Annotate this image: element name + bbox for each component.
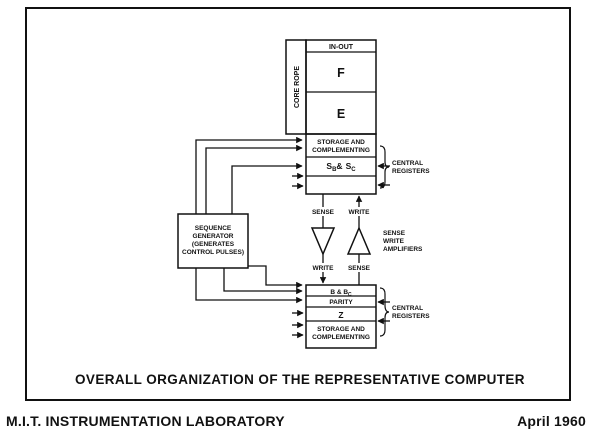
z-register-label: Z (338, 310, 343, 320)
sense-top-label: SENSE (312, 209, 335, 216)
lower-central-label-1: CENTRAL (392, 305, 423, 312)
upper-register-box (305, 133, 377, 195)
seqgen-line2: GENERATOR (193, 233, 234, 240)
write-amplifier-triangle (346, 226, 372, 255)
core-rope-block: CORE ROPE IN-OUT F E (285, 39, 377, 135)
upper-storage-line2: COMPLEMENTING (312, 147, 370, 154)
f-bank-label: F (337, 66, 345, 80)
upper-central-label-2: REGISTERS (392, 168, 430, 175)
upper-storage-line1: STORAGE AND (317, 139, 365, 146)
sense-amplifier-triangle (310, 227, 336, 256)
lower-central-label-2: REGISTERS (392, 313, 430, 320)
parity-label: PARITY (329, 299, 353, 306)
s-registers-label: SB&SC (326, 161, 356, 173)
core-rope-label: CORE ROPE (294, 66, 301, 108)
sequence-generator: SEQUENCE GENERATOR (GENERATES CONTROL PU… (177, 213, 249, 269)
seqgen-line3: (GENERATES (192, 241, 235, 248)
footer-date: April 1960 (517, 413, 586, 429)
sequence-generator-box (177, 213, 249, 269)
lower-central-registers: B & BC PARITY Z STORAGE AND COMPLEMENTIN… (305, 284, 430, 349)
diagram-title: OVERALL ORGANIZATION OF THE REPRESENTATI… (75, 372, 525, 387)
sense-bottom-label: SENSE (348, 265, 371, 272)
write-bottom-label: WRITE (313, 265, 335, 272)
in-out-label: IN-OUT (329, 44, 354, 51)
amplifier-label-1: SENSE (383, 230, 406, 237)
upper-central-label-1: CENTRAL (392, 160, 423, 167)
seqgen-line4: CONTROL PULSES) (182, 249, 244, 256)
lower-storage-line2: COMPLEMENTING (312, 334, 370, 341)
b-registers-label: B & BC (330, 289, 352, 298)
footer-organization: M.I.T. INSTRUMENTATION LABORATORY (6, 413, 285, 429)
sense-write-amplifiers: SENSE WRITE WRITE SENSE SENSE WRITE AMPL… (309, 194, 423, 285)
e-bank-label: E (337, 107, 345, 121)
amplifier-label-3: AMPLIFIERS (383, 246, 423, 253)
write-top-label: WRITE (349, 209, 371, 216)
lower-storage-line1: STORAGE AND (317, 326, 365, 333)
control-lines (195, 136, 304, 339)
seqgen-line1: SEQUENCE (195, 225, 232, 232)
lower-brace (379, 287, 390, 337)
upper-brace (379, 145, 390, 189)
lower-register-box (305, 284, 377, 349)
upper-central-registers: STORAGE AND COMPLEMENTING SB&SC CENTRAL … (305, 133, 430, 195)
outer-frame (25, 7, 571, 401)
amplifier-label-2: WRITE (383, 238, 405, 245)
